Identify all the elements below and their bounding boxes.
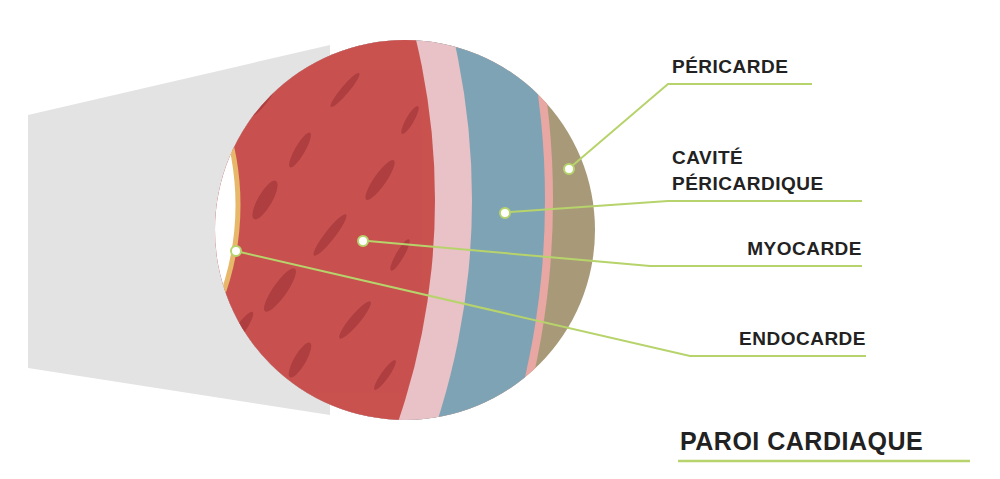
diagram-title: PAROI CARDIAQUE	[680, 427, 923, 456]
pericardium-inner-layer	[0, 0, 553, 479]
part-label: PÉRICARDE	[672, 54, 872, 80]
leader-lines	[240, 84, 970, 461]
pericardial-cavity	[0, 0, 545, 479]
part-label: MYOCARDE	[662, 236, 862, 262]
myocardium	[0, 0, 435, 479]
muscle-fibres	[223, 70, 421, 392]
part-label: ENDOCARDE	[666, 326, 866, 352]
part-label: CAVITÉ PÉRICARDIQUE	[672, 145, 867, 197]
leader-dots	[231, 164, 574, 256]
wall-section	[0, 0, 620, 479]
endocardium	[0, 0, 238, 473]
epicardium	[0, 0, 472, 479]
